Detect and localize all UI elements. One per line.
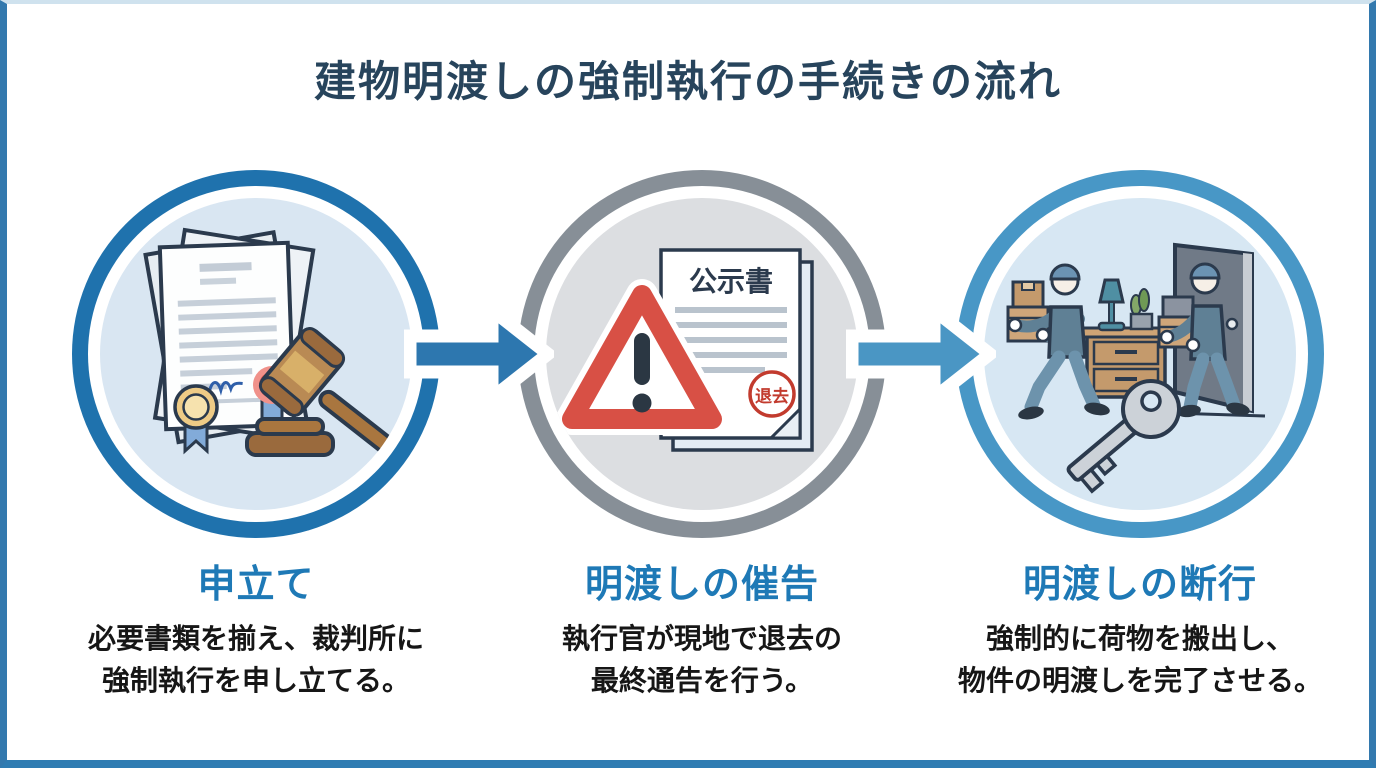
eviction-stamp-text: 退去 [755, 386, 789, 407]
step2-text-block: 明渡しの催告 執行官が現地で退去の 最終通告を行う。 [472, 553, 932, 702]
court-documents-and-gavel-icon [143, 227, 412, 471]
step2-label: 明渡しの催告 [584, 562, 819, 606]
movers-and-key-icon [1006, 242, 1266, 494]
arrow-step1-to-step2-icon [404, 296, 554, 412]
step1-text-block: 申立て 必要書類を揃え、裁判所に 強制執行を申し立てる。 [26, 553, 486, 702]
lamp-icon [1097, 278, 1126, 332]
step3-description-line2: 物件の明渡しを完了させる。 [957, 664, 1322, 697]
step2-description-line1: 執行官が現地で退去の [561, 622, 842, 655]
notice-document-title: 公示書 [689, 265, 773, 298]
public-notice-and-warning-icon: 公示書 退去 [556, 248, 814, 452]
warning-triangle-icon [556, 279, 728, 435]
dresser-icon [1080, 326, 1172, 399]
step3-description: 強制的に荷物を搬出し、 物件の明渡しを完了させる。 [910, 618, 1369, 702]
step2-description: 執行官が現地で退去の 最終通告を行う。 [472, 618, 932, 702]
step2-description-line2: 最終通告を行う。 [590, 664, 814, 697]
step1-label: 申立て [197, 562, 315, 606]
gavel-icon [245, 327, 412, 471]
plant-icon [1129, 288, 1154, 331]
worker-left-icon [1006, 263, 1110, 420]
eviction-stamp-icon: 退去 [748, 370, 796, 418]
rosette-icon [173, 384, 219, 455]
step3-label: 明渡しの断行 [1022, 562, 1257, 606]
step2-badge: 公示書 退去 [518, 170, 886, 538]
signature-icon [207, 380, 243, 396]
step1-description: 必要書類を揃え、裁判所に 強制執行を申し立てる。 [26, 618, 486, 702]
helmet-icon [1049, 263, 1081, 281]
step3-text-block: 明渡しの断行 強制的に荷物を搬出し、 物件の明渡しを完了させる。 [910, 553, 1369, 702]
page-fold-corner [767, 405, 802, 440]
worker-right-icon [1157, 262, 1250, 418]
step3-badge [956, 170, 1324, 538]
notice-text-lines [675, 307, 787, 373]
page-title: 建物明渡しの強制執行の手続きの流れ [313, 57, 1062, 106]
arrow-step2-to-step3-icon [846, 296, 996, 412]
step1-description-line2: 強制執行を申し立てる。 [101, 664, 410, 697]
step1-description-line1: 必要書類を揃え、裁判所に [87, 622, 424, 655]
step1-badge [72, 170, 440, 538]
key-icon [1066, 379, 1181, 494]
helmet-icon [1189, 262, 1221, 280]
step3-description-line1: 強制的に荷物を搬出し、 [985, 622, 1294, 655]
